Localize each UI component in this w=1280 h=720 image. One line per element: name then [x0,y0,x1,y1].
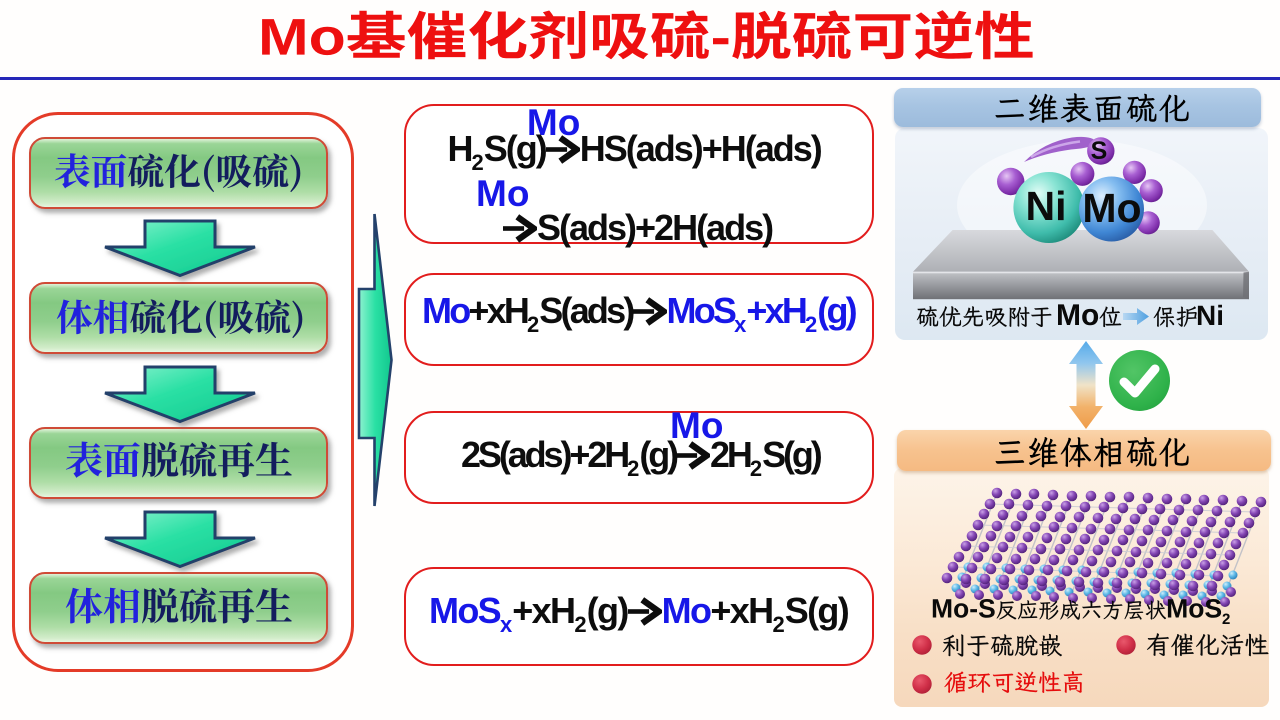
svg-text:Ni: Ni [1026,183,1067,229]
svg-text:S: S [1091,137,1108,165]
svg-text:Mo: Mo [1082,185,1141,231]
